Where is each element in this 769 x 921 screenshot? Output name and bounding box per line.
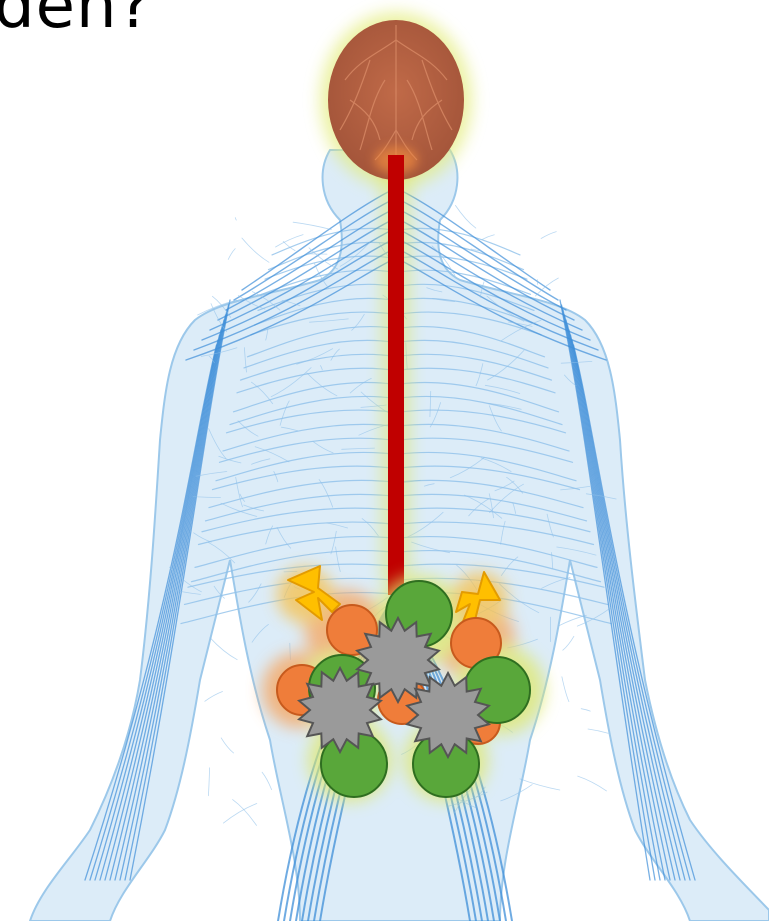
nerve-fiber [233, 800, 257, 826]
nerve-fiber [276, 235, 304, 247]
nerve-fiber [578, 776, 607, 791]
nerve-fiber [293, 222, 331, 229]
nerve-fiber [228, 249, 235, 260]
nerve-fiber [221, 738, 233, 753]
nerve-fiber [210, 638, 237, 660]
nerve-fiber [205, 692, 223, 702]
nerve-fiber [541, 232, 556, 239]
nerve-fiber [588, 729, 608, 733]
nerve-fiber [262, 772, 272, 789]
nerve-fiber [223, 804, 256, 824]
nerve-fiber [563, 636, 574, 650]
nerve-fiber [208, 768, 209, 796]
nerve-fiber [581, 709, 590, 711]
spinal-cord-icon [388, 155, 404, 595]
nerve-fiber [235, 218, 236, 221]
nerve-fiber [242, 238, 269, 262]
nerve-fiber [455, 205, 475, 228]
nerve-fiber [562, 677, 569, 702]
nerve-fiber [482, 235, 495, 240]
